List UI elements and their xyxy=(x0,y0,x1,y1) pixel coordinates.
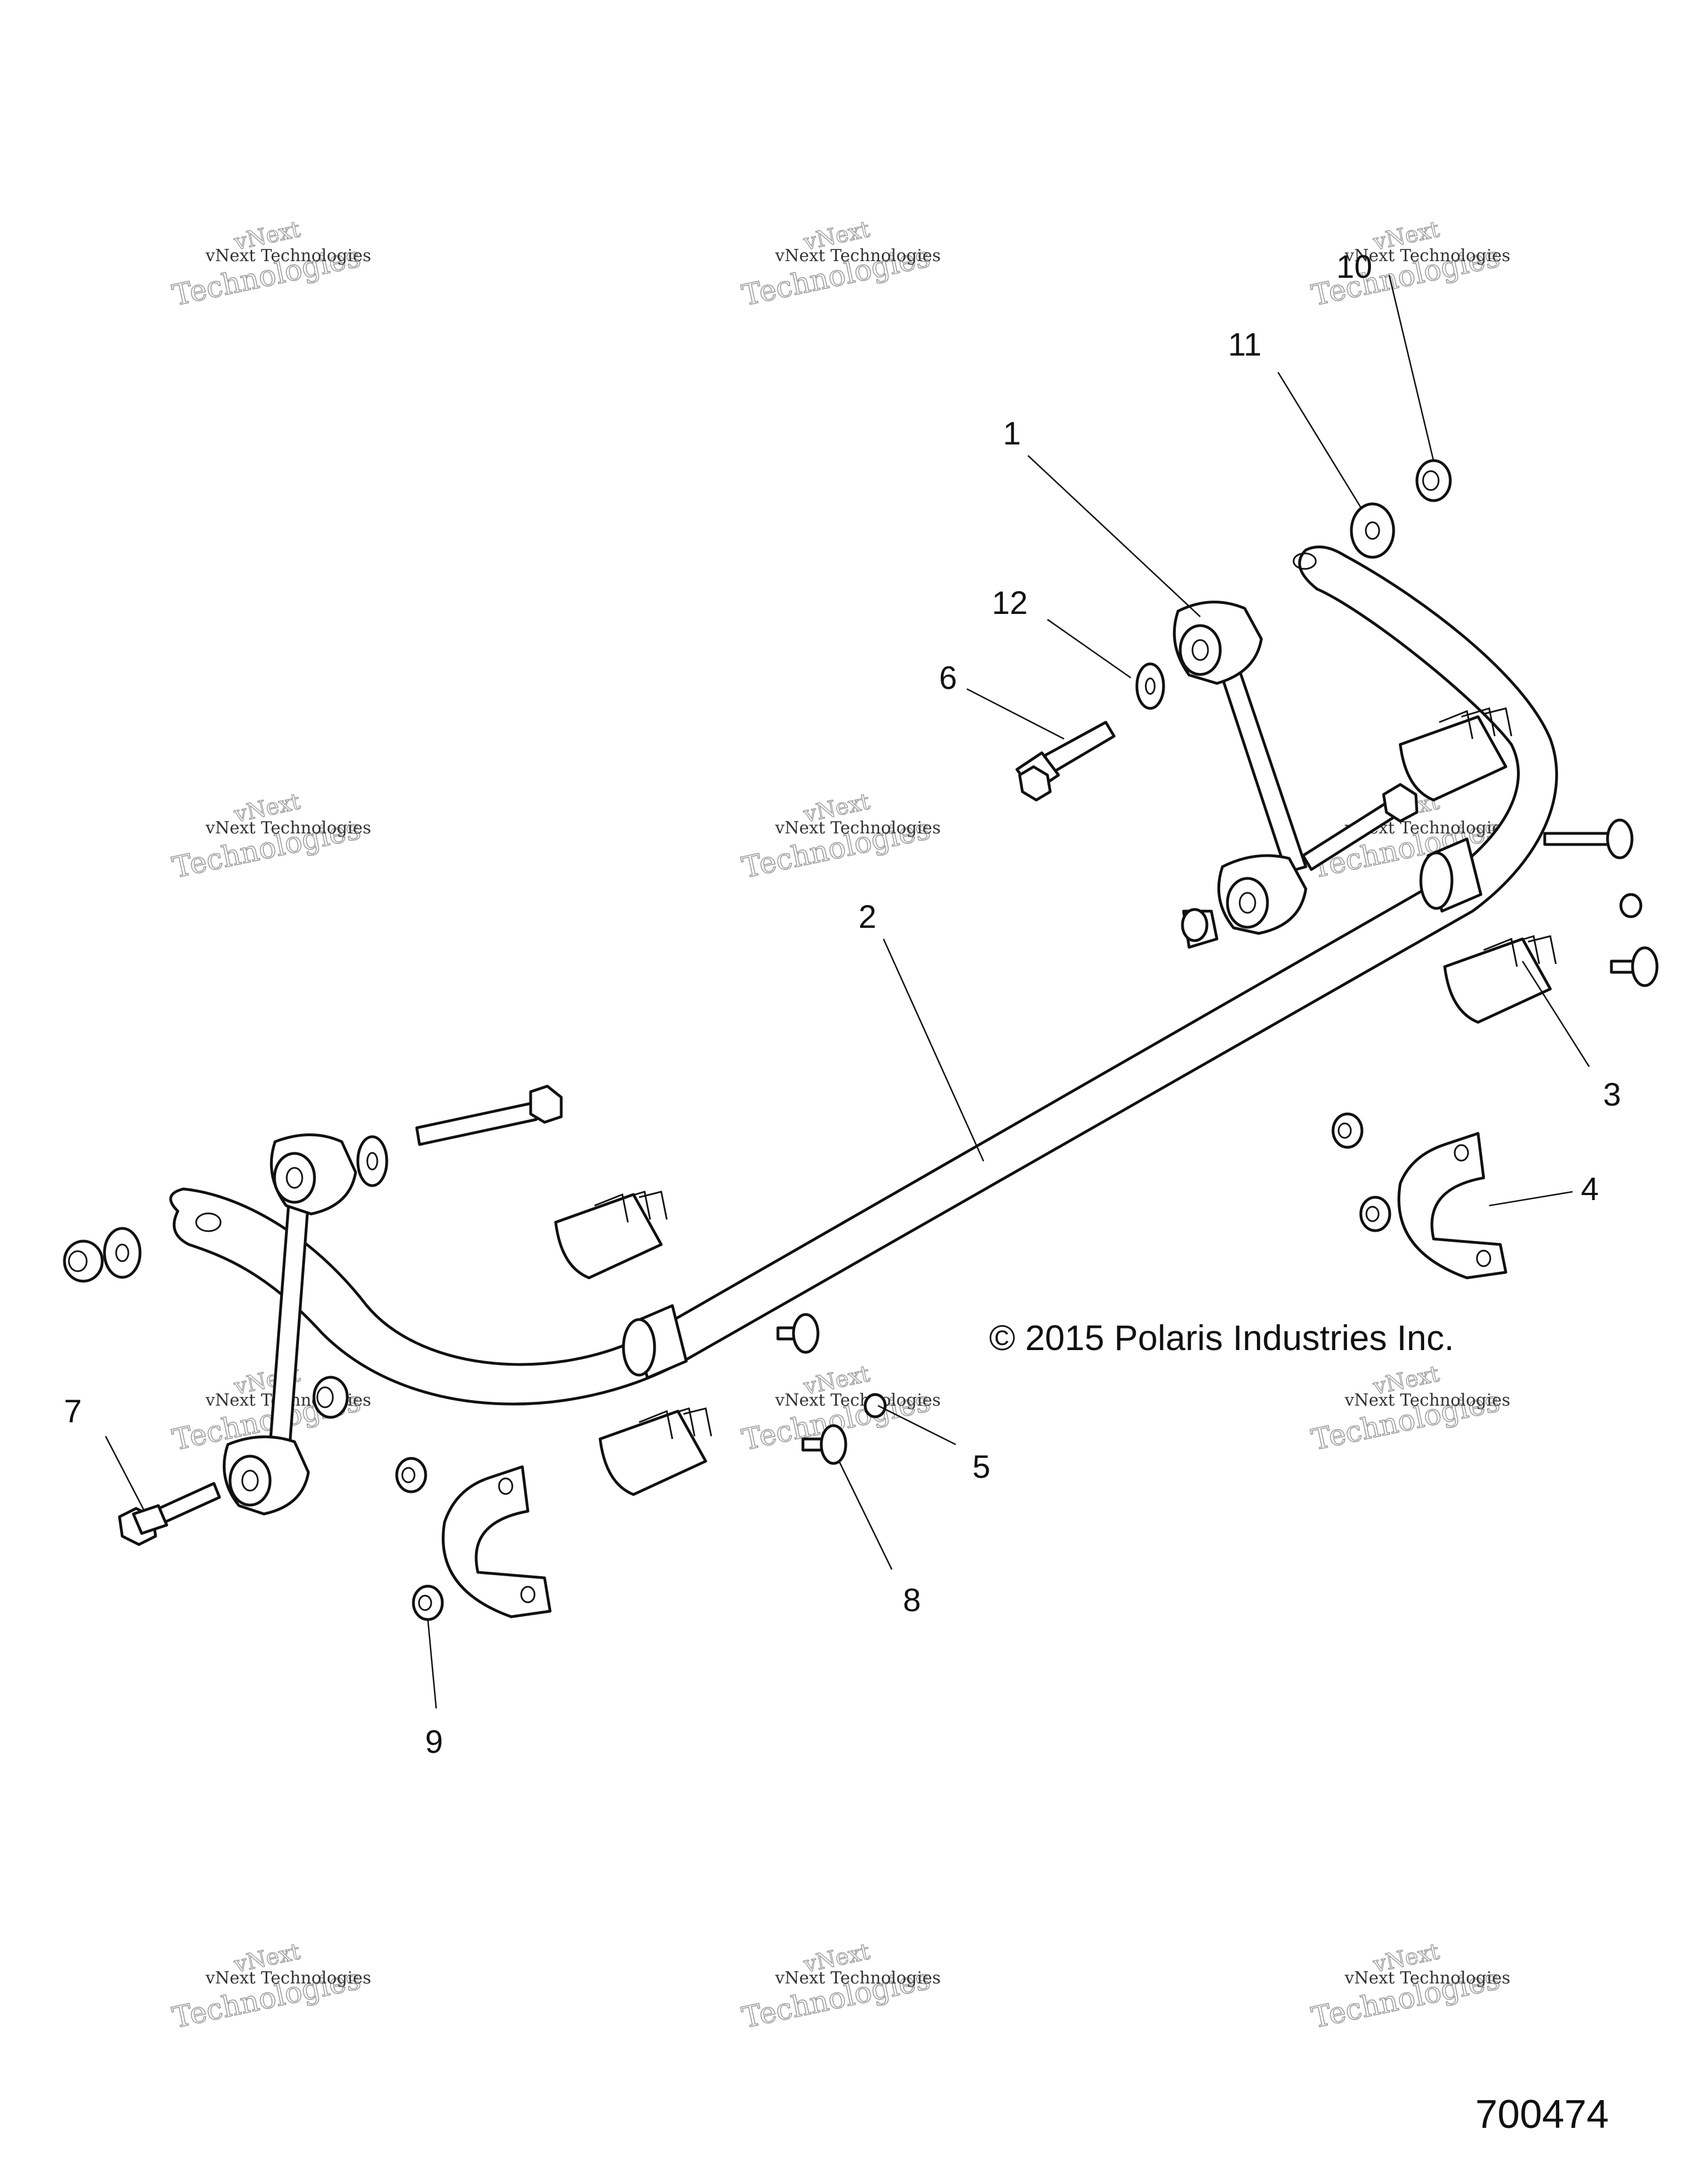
nut-clamp-right-upper xyxy=(1331,1112,1364,1149)
nut-9 xyxy=(412,1585,444,1621)
callout-6: 6 xyxy=(939,660,957,696)
clamp-left xyxy=(442,1465,552,1618)
callout-4: 4 xyxy=(1581,1171,1599,1207)
nut-5 xyxy=(864,1393,887,1418)
bolt-7 xyxy=(118,1482,221,1546)
callout-11: 11 xyxy=(1228,327,1261,363)
copyright-notice: © 2015 Polaris Industries Inc. xyxy=(989,1318,1454,1358)
bolt-8-left-upper xyxy=(776,1313,820,1354)
callout-12: 12 xyxy=(992,585,1028,621)
stabilizer-bar xyxy=(169,545,1558,1406)
callout-2: 2 xyxy=(859,899,876,935)
bolt-8-right-upper xyxy=(1543,818,1634,859)
callout-10: 10 xyxy=(1336,249,1372,285)
nut-link-right xyxy=(1181,908,1219,949)
nut-clamp-left-upper xyxy=(395,1457,427,1493)
washer-left-upper xyxy=(356,1135,388,1187)
bolt-left-long xyxy=(415,1084,563,1146)
watermark-small: vNext Technologies xyxy=(775,1968,941,1988)
callout-labels: 1 2 3 4 5 6 7 8 9 10 11 12 xyxy=(64,249,1621,1760)
watermark-small: vNext Technologies xyxy=(775,1391,941,1410)
callout-7: 7 xyxy=(64,1393,82,1430)
clamp-right xyxy=(1397,1132,1508,1280)
washer-left-outer xyxy=(103,1227,142,1279)
nut-left-link xyxy=(312,1376,349,1419)
nut-left-outer xyxy=(63,1240,104,1283)
watermark-small: vNext Technologies xyxy=(1344,246,1510,266)
leader-lines xyxy=(104,274,1590,1709)
watermark-small: vNext Technologies xyxy=(205,246,371,266)
nut-5-right xyxy=(1619,893,1643,918)
bushing-left-upper xyxy=(554,1191,668,1280)
callout-9: 9 xyxy=(425,1724,443,1760)
callout-1: 1 xyxy=(1003,416,1021,452)
watermark-small: vNext Technologies xyxy=(775,818,941,838)
bolt-8-right-lower xyxy=(1610,946,1659,987)
callout-3: 3 xyxy=(1603,1077,1621,1113)
end-link-left xyxy=(222,1133,357,1516)
nut-10 xyxy=(1415,459,1452,502)
watermark-small: vNext Technologies xyxy=(1344,1391,1510,1410)
nut-clamp-right-lower xyxy=(1359,1196,1391,1232)
bolt-6 xyxy=(1015,721,1116,802)
callout-5: 5 xyxy=(972,1449,990,1485)
watermark-small: vNext Technologies xyxy=(205,1968,371,1988)
callout-8: 8 xyxy=(903,1582,921,1618)
end-link-right xyxy=(1172,601,1307,935)
watermark-small: vNext Technologies xyxy=(205,818,371,838)
washer-12 xyxy=(1135,662,1165,710)
figure-number: 700474 xyxy=(1475,2092,1609,2137)
bushing-right-upper xyxy=(1399,707,1513,802)
bushing-right-lower xyxy=(1443,935,1557,1024)
washer-11 xyxy=(1350,502,1395,559)
bolt-8 xyxy=(801,1424,847,1465)
watermark-small: vNext Technologies xyxy=(1344,1968,1510,1988)
watermark-small: vNext Technologies xyxy=(775,246,941,266)
bushing-left-lower xyxy=(598,1407,712,1496)
bolt-right-long xyxy=(1301,783,1419,871)
